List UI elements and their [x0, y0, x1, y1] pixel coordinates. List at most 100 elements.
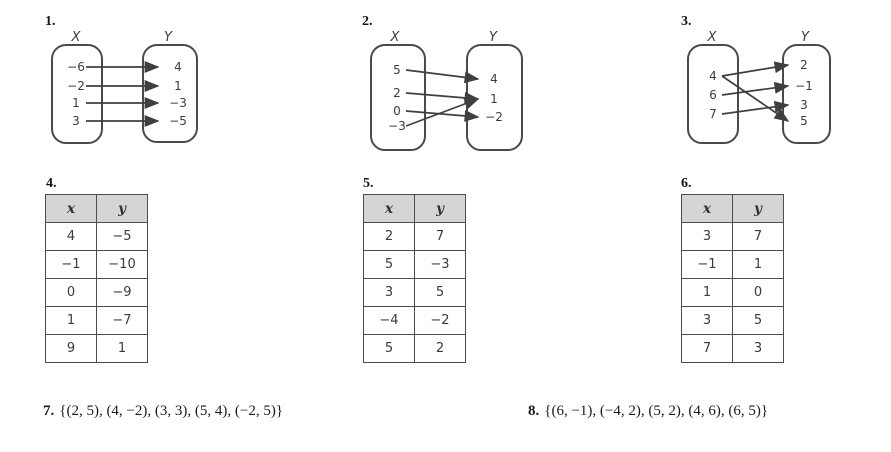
table-cell: 3 — [681, 222, 733, 251]
column-header: y — [732, 194, 784, 223]
x-value: 6 — [709, 88, 717, 102]
x-oval — [687, 44, 739, 144]
problem-number-5: 5. — [363, 176, 374, 191]
table-cell: −3 — [414, 250, 466, 279]
table-cell: 5 — [732, 306, 784, 335]
table-cell: 0 — [732, 278, 784, 307]
mapping-arrow — [721, 100, 790, 115]
y-set-title: Y — [164, 30, 173, 45]
y-value: −3 — [169, 96, 187, 110]
table-cell: 3 — [681, 306, 733, 335]
y-value: 4 — [490, 72, 498, 86]
y-value: 1 — [490, 92, 498, 106]
y-value: 5 — [800, 114, 808, 128]
y-value: 3 — [800, 98, 808, 112]
problem-number-1: 1. — [45, 14, 56, 29]
problem-number-4: 4. — [46, 176, 57, 191]
table-cell: 0 — [45, 278, 97, 307]
table-row: 4−5 — [45, 222, 148, 251]
mapping-arrow — [405, 109, 480, 122]
problem-8: 8.{(6, −1), (−4, 2), (5, 2), (4, 6), (6,… — [528, 403, 768, 420]
mapping-arrow — [721, 61, 790, 77]
table-cell: 5 — [414, 278, 466, 307]
table-row: 0−9 — [45, 278, 148, 307]
x-value: 1 — [72, 96, 80, 110]
table-cell: −10 — [96, 250, 148, 279]
column-header: y — [414, 194, 466, 223]
table-cell: −7 — [96, 306, 148, 335]
table-cell: −1 — [45, 250, 97, 279]
table-cell: 3 — [363, 278, 415, 307]
table-cell: 7 — [681, 334, 733, 363]
table-cell: 9 — [45, 334, 97, 363]
mapping-diagram-2: X Y 5 2 0−3 4 1 −2 — [370, 30, 523, 151]
table-cell: −5 — [96, 222, 148, 251]
mapping-arrow — [721, 75, 790, 122]
table-cell: 1 — [96, 334, 148, 363]
table-cell: 4 — [45, 222, 97, 251]
x-value: 5 — [393, 63, 401, 77]
y-value: −2 — [485, 110, 503, 124]
mapping-arrow — [405, 91, 480, 104]
column-header: x — [363, 194, 415, 223]
table-cell: −1 — [681, 250, 733, 279]
column-header: y — [96, 194, 148, 223]
problem-number-8: 8. — [528, 403, 540, 419]
y-set-title: Y — [489, 30, 498, 45]
mapping-arrow — [405, 69, 480, 84]
x-value: 2 — [393, 86, 401, 100]
table-cell: 5 — [363, 334, 415, 363]
table-row: 1−7 — [45, 306, 148, 335]
table-cell: 5 — [363, 250, 415, 279]
table-row: −4−2 — [363, 306, 466, 335]
table-cell: 1 — [45, 306, 97, 335]
x-set-title: X — [707, 30, 718, 45]
x-value: 0 — [393, 104, 401, 118]
column-header: x — [681, 194, 733, 223]
x-set-title: X — [390, 30, 401, 45]
mapping-diagram-3: X Y 4 6 7 2 −1 3 5 — [687, 30, 831, 144]
table-cell: 1 — [732, 250, 784, 279]
table-cell: 7 — [732, 222, 784, 251]
problem-number-2: 2. — [362, 14, 373, 29]
ordered-pairs-set-8: {(6, −1), (−4, 2), (5, 2), (4, 6), (6, 5… — [544, 403, 769, 419]
table-cell: 1 — [681, 278, 733, 307]
table-cell: 3 — [732, 334, 784, 363]
x-set-title: X — [71, 30, 82, 45]
column-header: x — [45, 194, 97, 223]
table-cell: 2 — [363, 222, 415, 251]
problem-7: 7.{(2, 5), (4, −2), (3, 3), (5, 4), (−2,… — [43, 403, 283, 420]
problem-number-6: 6. — [681, 176, 692, 191]
table-cell: −2 — [414, 306, 466, 335]
y-oval — [782, 44, 831, 144]
x-value: −2 — [67, 79, 85, 93]
table-cell: −9 — [96, 278, 148, 307]
x-value: 7 — [709, 107, 717, 121]
x-value: 3 — [72, 114, 80, 128]
table-cell: 2 — [414, 334, 466, 363]
x-oval — [51, 44, 103, 144]
mapping-arrow — [405, 98, 480, 127]
y-set-title: Y — [801, 30, 810, 45]
ordered-pairs-set-7: {(2, 5), (4, −2), (3, 3), (5, 4), (−2, 5… — [59, 403, 284, 419]
x-value: 4 — [709, 69, 717, 83]
table-row: 5−3 — [363, 250, 466, 279]
y-value: −1 — [795, 79, 813, 93]
x-value: −3 — [388, 119, 406, 133]
y-value: 1 — [174, 79, 182, 93]
y-value: 2 — [800, 58, 808, 72]
y-value: −5 — [169, 114, 187, 128]
